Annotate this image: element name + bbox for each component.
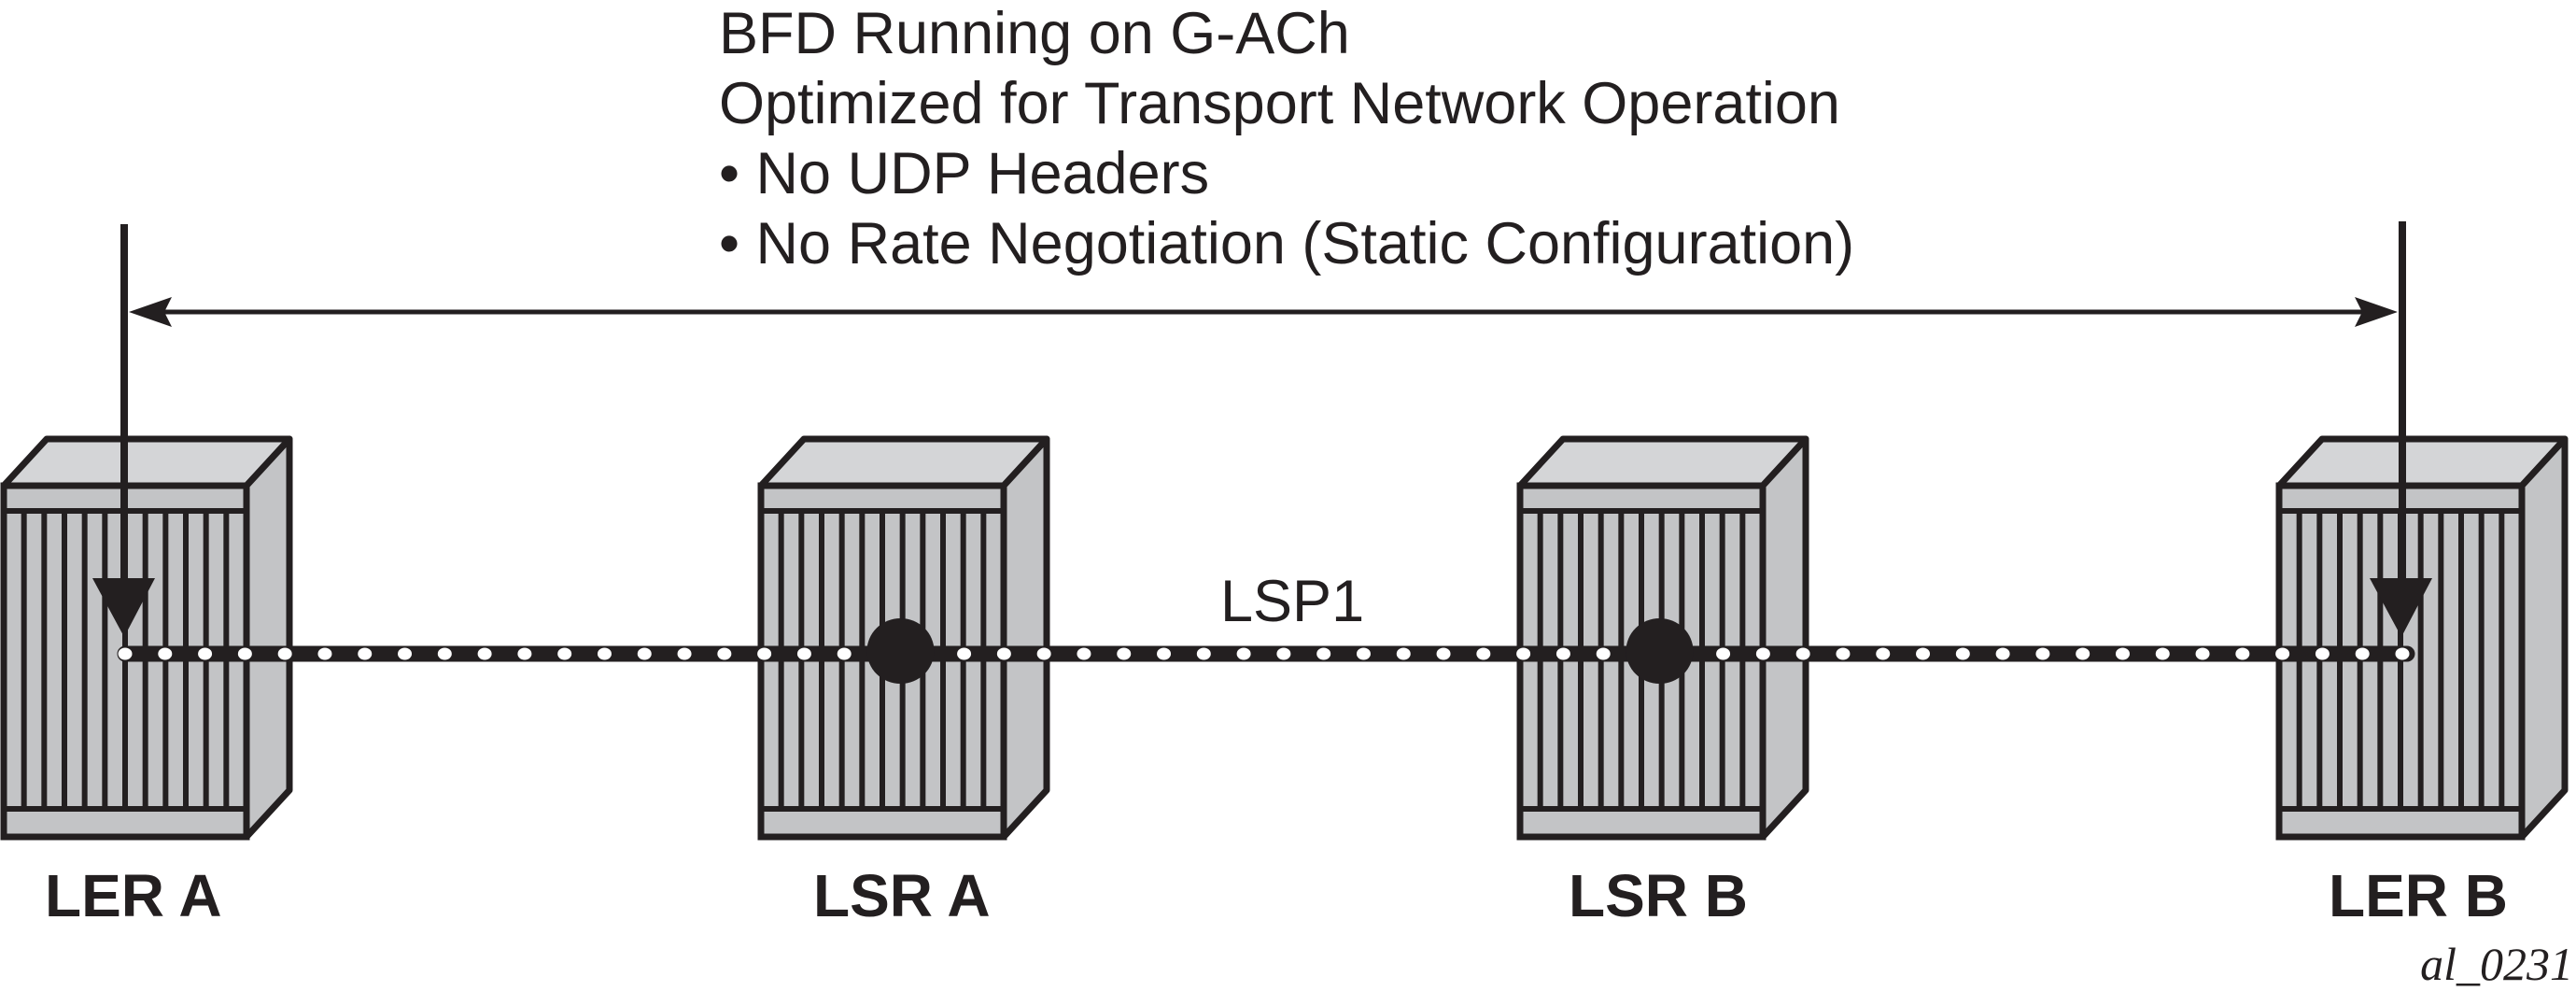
- devices-layer: [0, 435, 2569, 841]
- node-label-ler-a: LER A: [45, 862, 222, 929]
- lsp-dot: [1795, 647, 1810, 660]
- bfd-right-down-arrowhead-icon: [2370, 578, 2432, 637]
- device-side-face: [1759, 435, 1809, 841]
- device-side-face: [2518, 435, 2569, 841]
- device-top-face: [0, 435, 293, 489]
- lsp-dot: [2355, 647, 2370, 660]
- lsp-dots: [118, 647, 2410, 660]
- lsp-dot: [158, 647, 173, 660]
- lsp-dot: [2315, 647, 2330, 660]
- device-top-face: [2275, 435, 2569, 489]
- device-top-face: [757, 435, 1050, 489]
- device-ler-b: [2275, 435, 2569, 841]
- lsp-dot: [1476, 647, 1491, 660]
- lsp-dot: [597, 647, 612, 660]
- device-top-face: [1516, 435, 1809, 489]
- lsp-dot: [1157, 647, 1172, 660]
- node-labels: LER A LSR A LSR B LER B: [45, 862, 2508, 929]
- lsp-dot: [198, 647, 213, 660]
- lsp-dot: [996, 647, 1011, 660]
- node-label-lsr-b: LSR B: [1569, 862, 1748, 929]
- device-ler-a: [0, 435, 293, 841]
- bfd-session: [92, 221, 2432, 637]
- transit-node-markers: [866, 618, 1694, 684]
- device-side-face: [1000, 435, 1050, 841]
- lsp-dot: [1596, 647, 1611, 660]
- lsp-dot: [1916, 647, 1931, 660]
- description-bullet-udp: • No UDP Headers: [719, 141, 1209, 206]
- lsp-dot: [2275, 647, 2290, 660]
- lsp-dot: [557, 647, 572, 660]
- lsp-dot: [1995, 647, 2010, 660]
- lsp-dot: [2395, 647, 2410, 660]
- lsp-dot: [1196, 647, 1211, 660]
- lsp-dot: [677, 647, 692, 660]
- lsp-dot: [1036, 647, 1051, 660]
- device-side-face: [243, 435, 293, 841]
- lsp-dot: [1516, 647, 1531, 660]
- bfd-left-down-arrowhead-icon: [92, 578, 155, 637]
- description-line-title: BFD Running on G-ACh: [719, 1, 1350, 66]
- lsp-dot: [1555, 647, 1570, 660]
- lsp-label: LSP1: [1220, 569, 1364, 634]
- lsp-dot: [118, 647, 133, 660]
- node-label-lsr-a: LSR A: [813, 862, 991, 929]
- lsp-dot: [957, 647, 972, 660]
- lsp-dot: [837, 647, 852, 660]
- lsp-dot: [1236, 647, 1251, 660]
- lsp-dot: [2035, 647, 2050, 660]
- description-line-subtitle: Optimized for Transport Network Operatio…: [719, 71, 1840, 136]
- node-label-ler-b: LER B: [2329, 862, 2508, 929]
- bfd-span-right-arrowhead-icon: [2355, 297, 2398, 327]
- lsp-dot: [2155, 647, 2170, 660]
- lsp-dot: [796, 647, 811, 660]
- figure-id: al_0231: [2420, 938, 2573, 990]
- lsp-dot: [637, 647, 652, 660]
- transit-node-marker-lsr-a: [866, 618, 935, 684]
- lsp-dot: [2235, 647, 2250, 660]
- lsp-dot: [398, 647, 413, 660]
- lsp-dot: [2076, 647, 2090, 660]
- lsp-dot: [477, 647, 492, 660]
- lsp-dot: [517, 647, 532, 660]
- transit-node-marker-lsr-b: [1626, 618, 1694, 684]
- lsp-dot: [317, 647, 332, 660]
- lsp-dot: [1396, 647, 1411, 660]
- description-bullet-rate: • No Rate Negotiation (Static Configurat…: [719, 211, 1854, 276]
- lsp-dot: [1117, 647, 1132, 660]
- lsp-dot: [358, 647, 373, 660]
- lsp-dot: [277, 647, 292, 660]
- lsp-dot: [1955, 647, 1970, 660]
- lsp-dot: [1436, 647, 1451, 660]
- bfd-span-left-arrowhead-icon: [129, 297, 172, 327]
- description-block: BFD Running on G-ACh Optimized for Trans…: [719, 1, 1854, 276]
- lsp-dot: [1876, 647, 1891, 660]
- lsp-dot: [1316, 647, 1331, 660]
- lsp-dot: [1716, 647, 1731, 660]
- lsp-dot: [1356, 647, 1371, 660]
- lsp-dot: [1755, 647, 1770, 660]
- lsp-dot: [1077, 647, 1091, 660]
- lsp-dot: [237, 647, 252, 660]
- lsp-dot: [2115, 647, 2130, 660]
- lsp-dot: [717, 647, 732, 660]
- lsp-dot: [2195, 647, 2210, 660]
- lsp-dot: [437, 647, 452, 660]
- lsp-layer: LSP1: [117, 569, 2415, 684]
- lsp-dot: [757, 647, 772, 660]
- lsp-dot: [1276, 647, 1291, 660]
- lsp-dot: [1836, 647, 1851, 660]
